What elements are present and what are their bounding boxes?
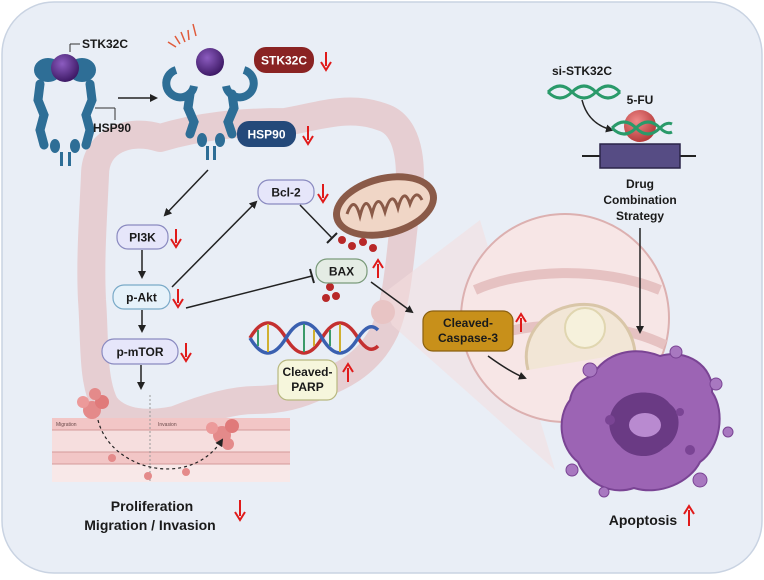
pmtor-node: p-mTOR [101, 338, 179, 365]
inhibit-bcl2-to-bax [299, 204, 333, 239]
dna-helix-icon [248, 321, 380, 355]
caspase3-label-line1: Cleaved- [443, 316, 493, 330]
strategy-label-line2: Combination [603, 193, 676, 207]
gene-target-icon [582, 143, 696, 169]
mitochondrion-icon [322, 173, 437, 302]
pakt-node: p-Akt [112, 284, 171, 310]
scissors-cut-icon [167, 23, 197, 48]
stk32c-badge-label: STK32C [261, 54, 307, 68]
bcl2-down-arrow-icon [317, 184, 329, 204]
pi3k-node: PI3K [116, 224, 169, 250]
tissue-left-label: Migration [56, 422, 77, 428]
stk32c-down-arrow-icon [320, 52, 332, 72]
sirna-icon [546, 84, 622, 100]
strategy-label-line3: Strategy [616, 209, 664, 223]
tissue-right-label: Invasion [158, 422, 177, 428]
cleaved-parp-up-arrow-icon [342, 362, 354, 382]
bax-node: BAX [315, 258, 368, 284]
migration-invasion-label: Migration / Invasion [84, 517, 215, 533]
tissue-strip: Migration Invasion [52, 388, 290, 482]
colon-tumor-spot [371, 300, 395, 324]
cleaved-parp-node: Cleaved- PARP [277, 359, 338, 401]
five-fu-label: 5-FU [627, 93, 654, 107]
stk32c-hsp90-complex-dissociated [162, 23, 258, 160]
cleaved-parp-line2: PARP [291, 380, 323, 394]
stk32c-badge: STK32C [254, 47, 314, 73]
stk32c-hsp90-complex-bound [33, 43, 116, 166]
pmtor-label: p-mTOR [116, 345, 163, 359]
pi3k-down-arrow-icon [170, 229, 182, 249]
arrow-sirna-to-target [581, 99, 614, 133]
proliferation-label: Proliferation [111, 498, 193, 514]
pakt-label: p-Akt [126, 291, 157, 305]
strategy-label-line1: Drug [626, 177, 654, 191]
cleaved-parp-line1: Cleaved- [282, 365, 332, 379]
hsp90-down-arrow-icon [302, 126, 314, 146]
pmtor-down-arrow-icon [180, 343, 192, 363]
arrow-pakt-to-bcl2 [171, 200, 258, 288]
proliferation-down-arrow-icon [234, 500, 246, 522]
bax-up-arrow-icon [372, 258, 384, 278]
arrow-to-pi3k [163, 169, 209, 217]
stk32c-ball [51, 54, 79, 82]
pakt-down-arrow-icon [172, 289, 184, 309]
hsp90-badge: HSP90 [237, 121, 296, 147]
caspase3-up-arrow-icon [515, 312, 527, 332]
target-dna-icon [610, 120, 673, 136]
arrow-bax-to-caspase [370, 281, 414, 314]
caspase3-node: Cleaved- Caspase-3 [422, 310, 514, 352]
arrow-caspase-to-tissue [487, 355, 527, 380]
apoptotic-cell-icon [560, 345, 734, 498]
complex-stk32c-label: STK32C [82, 37, 128, 51]
apoptosis-label: Apoptosis [609, 512, 678, 528]
caspase3-label-line2: Caspase-3 [438, 331, 498, 345]
bax-label: BAX [329, 265, 354, 279]
complex-hsp90-label: HSP90 [93, 121, 131, 135]
hsp90-badge-label: HSP90 [247, 128, 285, 142]
bcl2-label: Bcl-2 [271, 186, 301, 200]
bcl2-node: Bcl-2 [257, 179, 315, 205]
apoptosis-up-arrow-icon [683, 504, 695, 526]
si-stk32c-label: si-STK32C [552, 64, 612, 78]
pi3k-label: PI3K [129, 231, 156, 245]
inhibit-pakt-to-bax [185, 275, 313, 309]
